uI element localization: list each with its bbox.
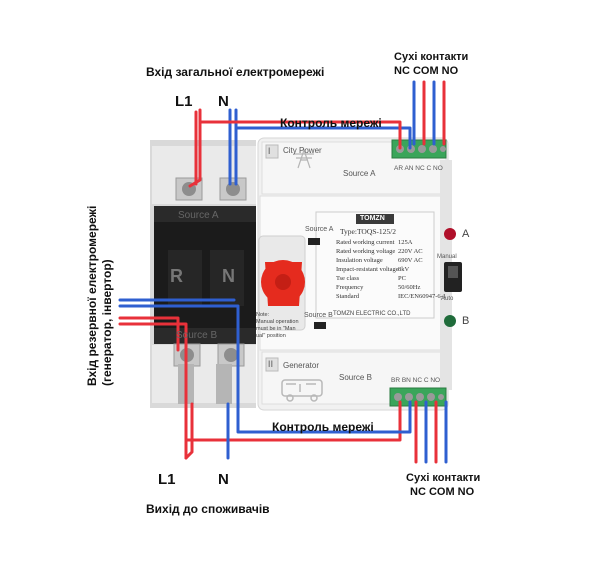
- company-label: TOMZN ELECTRIC CO.,LTD: [333, 311, 411, 317]
- indicator-b-icon: [444, 315, 456, 327]
- roman-1-label: I: [268, 146, 271, 156]
- dry-contacts-top-label: Сухі контакти: [394, 51, 469, 63]
- dry-contacts-top-pins: NC COM NO: [394, 65, 459, 77]
- note-label: Note:: [256, 312, 270, 318]
- spec-key: Impact-resistant voltage: [336, 266, 399, 273]
- spec-value: 8kV: [398, 266, 410, 273]
- bottom-l1-label: L1: [158, 471, 176, 488]
- dry-contacts-bottom-pins: NC COM NO: [410, 486, 475, 498]
- pylon-icon: [294, 148, 314, 169]
- note-line: must be in "Man: [256, 326, 296, 332]
- n-label: N: [222, 266, 235, 286]
- backup-input-sublabel: (генератор, інвертор): [100, 259, 114, 386]
- source-a-black-label: Source A: [178, 210, 219, 221]
- note-line: Manual operation: [256, 319, 299, 325]
- top-n-label: N: [218, 93, 229, 110]
- source-b-bottom-label: Source B: [339, 373, 372, 382]
- indicator-b-label: B: [462, 315, 470, 327]
- spec-key: Insulation voltage: [336, 257, 383, 264]
- source-b-switch-label: Source B: [304, 312, 333, 319]
- spec-key: Frequency: [336, 284, 364, 291]
- spec-value: IEC/EN60947-6-1: [398, 293, 447, 300]
- terminal-bottom-label: BR BN NC C NO: [391, 377, 441, 384]
- top-input-label: Вхід загальної електромережі: [146, 65, 325, 79]
- wires: [118, 80, 448, 464]
- dry-contacts-bottom-label: Сухі контакти: [406, 472, 481, 484]
- black-module: [150, 140, 256, 408]
- roman-2-label: II: [268, 359, 274, 369]
- source-b-black-label: Source B: [176, 330, 218, 341]
- brand-label: TOMZN: [360, 215, 385, 222]
- control-top-label: Контроль мережі: [280, 116, 382, 130]
- top-l1-label: L1: [175, 93, 193, 110]
- type-label: Type:TOQS-125/2: [340, 227, 397, 236]
- spec-value: 220V AC: [398, 248, 423, 255]
- indicator-a-label: A: [462, 228, 470, 240]
- terminal-block-bottom: [389, 387, 447, 407]
- note-line: ual" position: [256, 333, 286, 339]
- bottom-n-label: N: [218, 471, 229, 488]
- indicator-a-icon: [444, 228, 456, 240]
- manual-label: Manual: [437, 254, 457, 260]
- generator-label: Generator: [283, 361, 320, 370]
- source-a-switch-label: Source A: [305, 226, 334, 233]
- control-bottom-label: Контроль мережі: [272, 420, 374, 434]
- output-label: Вихід до споживачів: [146, 502, 270, 516]
- selector-knob[interactable]: [258, 235, 306, 331]
- spec-value: PC: [398, 275, 406, 282]
- terminal-top-label: AR AN NC C NO: [394, 165, 443, 172]
- spec-value: 125A: [398, 239, 413, 246]
- generator-icon: [281, 379, 323, 402]
- r-label: R: [170, 266, 183, 286]
- backup-input-label: Вхід резервної електромережі: [85, 205, 99, 386]
- source-a-top-label: Source A: [343, 169, 376, 178]
- city-power-label: City Power: [283, 146, 322, 155]
- spec-key: Rated working current: [336, 239, 395, 246]
- auto-label: Auto: [441, 296, 454, 302]
- spec-key: Rated working voltage: [336, 248, 396, 255]
- spec-key: Tse class: [336, 275, 360, 282]
- spec-value: 690V AC: [398, 257, 423, 264]
- spec-value: 50/60Hz: [398, 284, 421, 291]
- spec-key: Standard: [336, 293, 360, 300]
